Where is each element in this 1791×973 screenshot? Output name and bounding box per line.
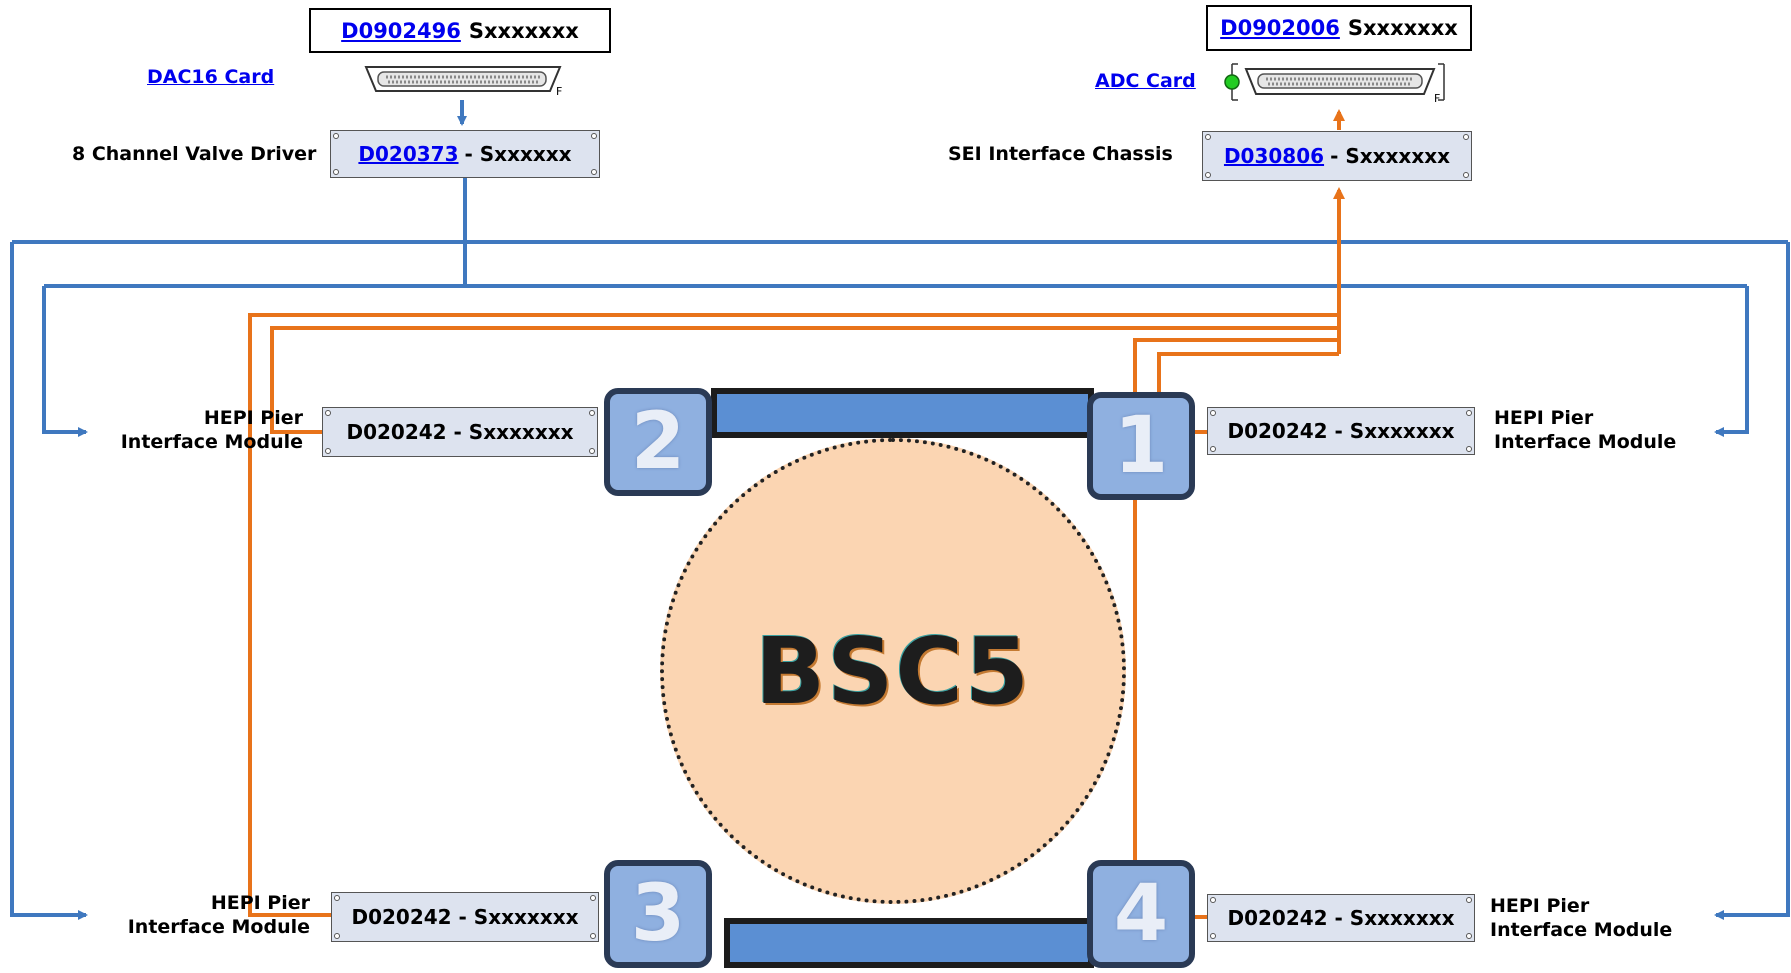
bottom-beam (724, 918, 1094, 968)
adc-document-link[interactable]: D0902006 (1220, 16, 1340, 40)
green-status-dot-icon (1224, 74, 1240, 90)
module-4-label-line2: Interface Module (1490, 918, 1673, 941)
module-4-part: D020242 - Sxxxxxxx (1227, 906, 1455, 930)
module-3-box: D020242 - Sxxxxxxx (331, 892, 599, 942)
adc-document-box: D0902006 Sxxxxxxx (1206, 5, 1472, 51)
pier-2-number: 2 (630, 397, 686, 487)
module-2-part: D020242 - Sxxxxxxx (346, 420, 574, 444)
module-4-label: HEPI Pier Interface Module (1490, 895, 1672, 943)
adc-card-link[interactable]: ADC Card (1095, 70, 1196, 92)
module-1-label: HEPI Pier Interface Module (1494, 407, 1676, 455)
dac16-card-link[interactable]: DAC16 Card (147, 66, 275, 88)
module-2-box: D020242 - Sxxxxxxx (322, 407, 598, 457)
valve-driver-label: 8 Channel Valve Driver (72, 143, 317, 165)
module-3-label-line2: Interface Module (127, 915, 310, 938)
chamber-label: BSC5 (755, 617, 1031, 725)
dac-document-box: D0902496 Sxxxxxxx (309, 8, 611, 53)
valve-driver-serial: - Sxxxxxx (464, 142, 572, 166)
module-1-label-line2: Interface Module (1494, 430, 1677, 453)
module-3-part: D020242 - Sxxxxxxx (351, 905, 579, 929)
adc-wire-module-3 (248, 313, 1339, 917)
module-1-label-line1: HEPI Pier (1494, 407, 1594, 429)
bsc5-chamber: BSC5 (660, 438, 1126, 904)
valve-driver-link[interactable]: D020373 (358, 142, 459, 166)
pier-1-number: 1 (1113, 401, 1169, 491)
dsub-connector-adc-icon: F (1224, 63, 1445, 105)
module-3-label-line1: HEPI Pier (210, 892, 310, 914)
valve-driver-chassis: D020373 - Sxxxxxx (330, 130, 600, 178)
top-beam (711, 388, 1094, 438)
pier-4: 4 (1087, 860, 1195, 968)
sei-chassis-serial: - Sxxxxxxx (1330, 144, 1451, 168)
module-4-box: D020242 - Sxxxxxxx (1207, 894, 1475, 942)
module-1-box: D020242 - Sxxxxxxx (1207, 407, 1475, 455)
sei-interface-chassis: D030806 - Sxxxxxxx (1202, 131, 1472, 181)
svg-text:F: F (1434, 92, 1440, 105)
dac-wire-module-4 (1714, 242, 1790, 920)
sei-chassis-label: SEI Interface Chassis (948, 143, 1173, 165)
dac-wire-module-3 (10, 242, 88, 920)
pier-2: 2 (604, 388, 712, 496)
adc-wire-module-2 (270, 326, 1339, 434)
svg-text:F: F (556, 85, 562, 97)
adc-document-serial: Sxxxxxxx (1347, 16, 1458, 40)
pier-3: 3 (604, 860, 712, 968)
module-2-label: HEPI Pier Interface Module (100, 407, 303, 455)
dac-document-serial: Sxxxxxxx (468, 18, 579, 43)
dac-wire-module-2 (42, 286, 88, 437)
module-2-label-line1: HEPI Pier (203, 407, 303, 429)
dac-document-link[interactable]: D0902496 (341, 18, 461, 43)
module-3-label: HEPI Pier Interface Module (100, 892, 310, 940)
pier-3-number: 3 (630, 869, 686, 959)
pier-4-number: 4 (1113, 869, 1169, 959)
sei-chassis-link[interactable]: D030806 (1223, 144, 1325, 168)
dsub-connector-icon: F (364, 66, 562, 97)
dac-wire-module-1 (1714, 286, 1749, 437)
module-2-label-line2: Interface Module (120, 430, 303, 453)
pier-1: 1 (1087, 392, 1195, 500)
module-1-part: D020242 - Sxxxxxxx (1227, 419, 1455, 443)
module-4-label-line1: HEPI Pier (1490, 895, 1590, 917)
